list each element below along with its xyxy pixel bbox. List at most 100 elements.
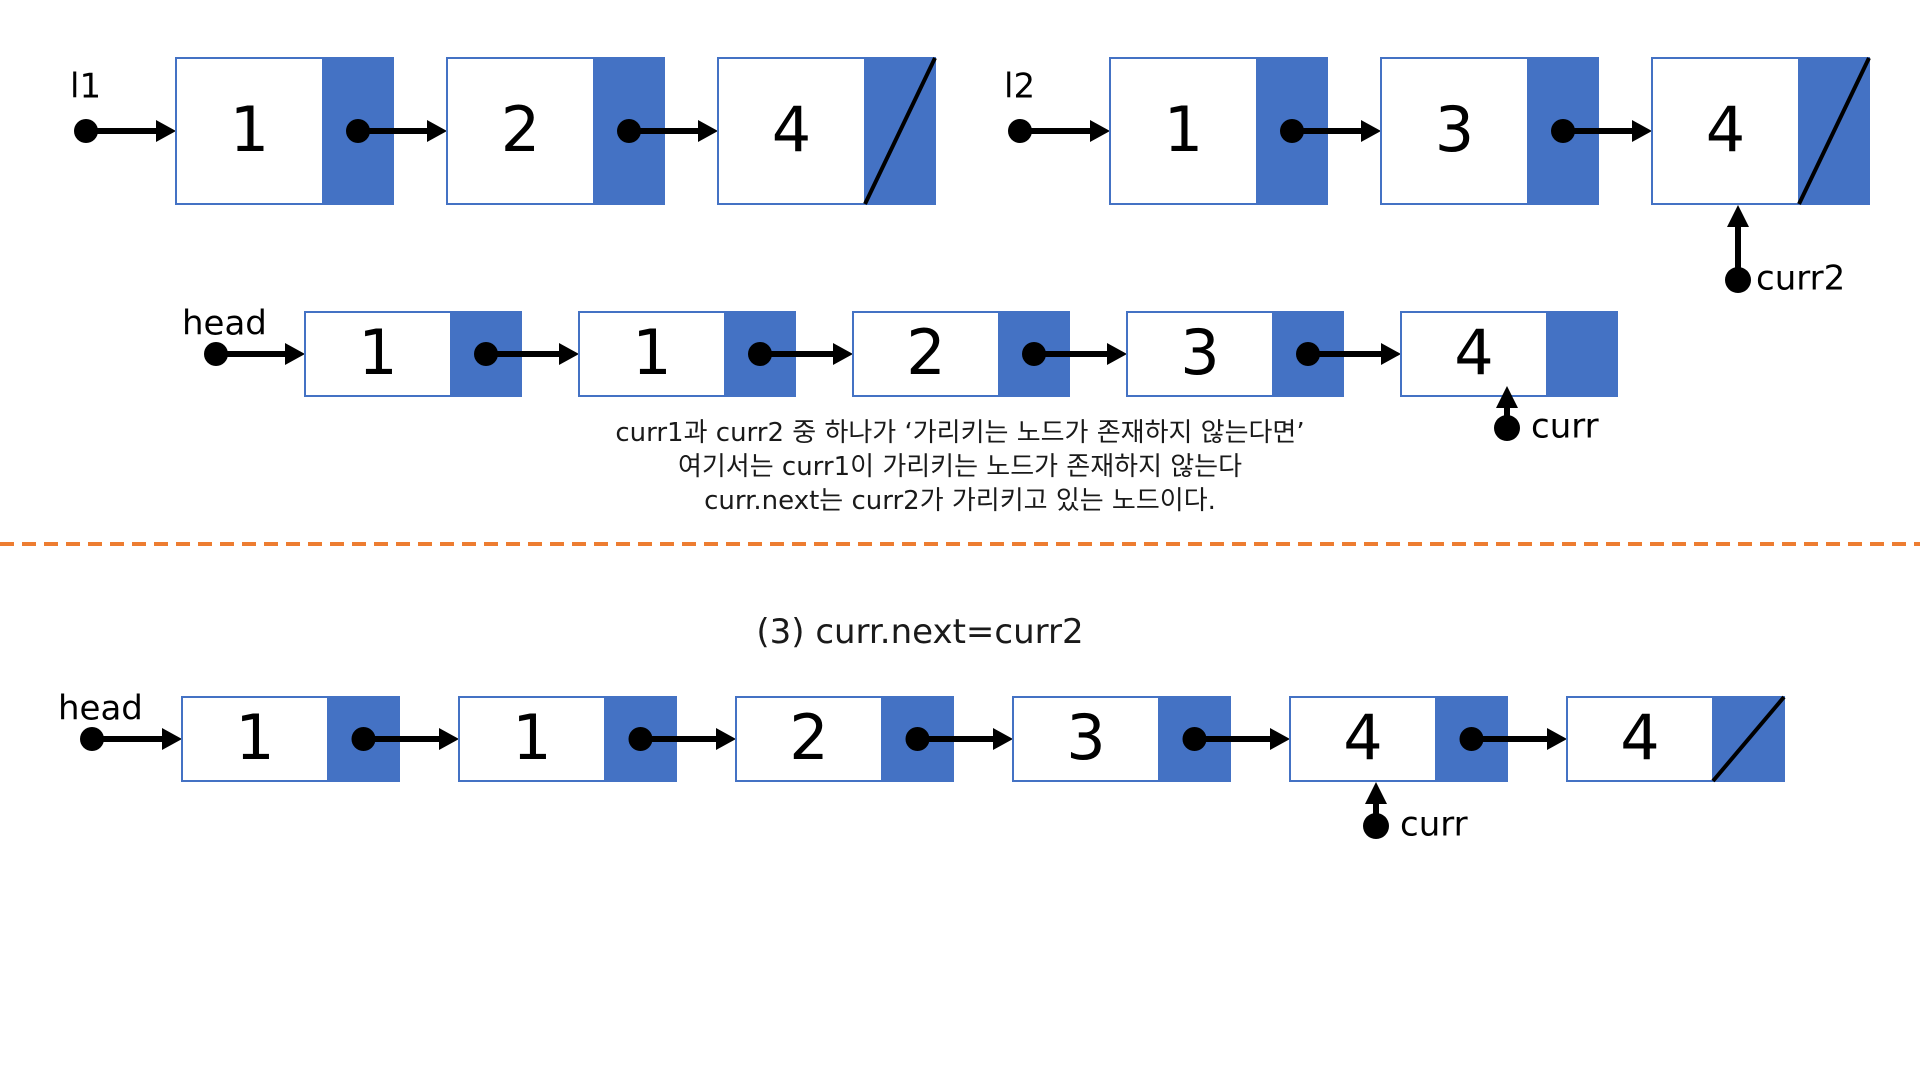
node-value: 3 [1066,701,1105,774]
node-value: 4 [1620,701,1659,774]
next-arrow [1296,342,1401,366]
node-value: 1 [235,701,274,774]
merged-list: head 1 1 2 3 4 [182,304,1618,397]
arrow-head [1361,120,1381,142]
next-arrow [748,342,853,366]
curr-label: curr [1531,407,1599,447]
merged-label: head [182,304,267,344]
node-value-box [1400,311,1548,397]
next-arrow [1022,342,1127,366]
null-slash [863,57,937,205]
node-next-box [1546,311,1618,397]
l1-node: 2 [446,57,718,205]
node-value: 4 [1343,701,1382,774]
node-value-box [1380,57,1529,205]
next-arrow [474,342,579,366]
node-value-box [852,311,1000,397]
node-value-box [175,57,324,205]
l1-node: 1 [175,57,447,205]
node-value: 4 [772,93,811,166]
arrow-head [559,343,579,365]
node-value-box [458,696,606,782]
next-arrow [351,727,459,751]
curr2-label: curr2 [1756,259,1845,299]
node-value: 3 [1180,316,1219,389]
explanation-line-1: curr1과 curr2 중 하나가 ‘가리키는 노드가 존재하지 않는다면’ [615,418,1305,448]
merged-node: 1 [578,311,853,397]
arrow-head [156,120,176,142]
merged-node: 3 [1126,311,1401,397]
next-arrow [1280,119,1381,143]
node-value-box [1651,57,1800,205]
node-value: 1 [632,316,671,389]
node-value: 1 [358,316,397,389]
curr-pointer [1494,386,1520,441]
arrow-head [439,728,459,750]
l2-node: 1 [1109,57,1381,205]
arrow-head [427,120,447,142]
node-value: 1 [230,93,269,166]
explanation-line-2: 여기서는 curr1이 가리키는 노드가 존재하지 않는다 [677,452,1243,482]
arrow-head [1270,728,1290,750]
null-slash [1711,695,1786,783]
arrow-head [1365,782,1387,804]
arrow-head [833,343,853,365]
l2-node: 3 [1380,57,1652,205]
arrow-head [1107,343,1127,365]
l2-head-arrow [1008,119,1110,143]
step-3-title: (3) curr.next=curr2 [756,612,1084,652]
step3-list: head 1 1 2 3 4 4 [58,689,1786,783]
step3-curr-label: curr [1400,805,1468,845]
arrow-head [716,728,736,750]
step-3-title-wrap: (3) curr.next=curr2 [0,612,1920,652]
node-value: 2 [789,701,828,774]
step3-node: 4 [1566,695,1786,783]
next-arrow [1459,727,1567,751]
step3-node: 1 [181,696,459,782]
node-value-box [1289,696,1437,782]
arrow-head [1090,120,1110,142]
arrow-head [1727,205,1749,227]
arrow-head [1381,343,1401,365]
merged-node: 4 [1400,311,1618,397]
arrow-head [162,728,182,750]
arrow-head [698,120,718,142]
arrow-head [993,728,1013,750]
node-value: 4 [1454,316,1493,389]
next-arrow [905,727,1013,751]
arrow-head [1632,120,1652,142]
node-value-box [304,311,452,397]
merged-node: 2 [852,311,1127,397]
step3-head-arrow [80,727,182,751]
curr2-pointer [1725,205,1751,293]
l2-node: 4 [1651,57,1871,205]
node-value-box [1012,696,1160,782]
node-value: 2 [906,316,945,389]
merged-node: 1 [304,311,579,397]
node-value-box [1126,311,1274,397]
arrow-head [1496,386,1518,408]
node-value-box [578,311,726,397]
node-value: 1 [512,701,551,774]
step3-curr-pointer [1363,782,1389,839]
next-arrow [1182,727,1290,751]
l1-label: l1 [70,67,101,107]
node-value-box [735,696,883,782]
next-arrow [628,727,736,751]
step3-label: head [58,689,143,729]
explanation-line-3: curr.next는 curr2가 가리키고 있는 노드이다. [704,486,1216,516]
arrow-head [285,343,305,365]
node-value: 3 [1435,93,1474,166]
l2-label: l2 [1004,67,1035,107]
explanation-text: curr1과 curr2 중 하나가 ‘가리키는 노드가 존재하지 않는다면’ … [0,416,1920,518]
l1-node: 4 [717,57,937,205]
null-slash [1797,57,1871,205]
next-arrow [617,119,718,143]
node-value: 4 [1706,93,1745,166]
arrow-head [1547,728,1567,750]
l1-head-arrow [74,119,176,143]
step3-node: 2 [735,696,1013,782]
